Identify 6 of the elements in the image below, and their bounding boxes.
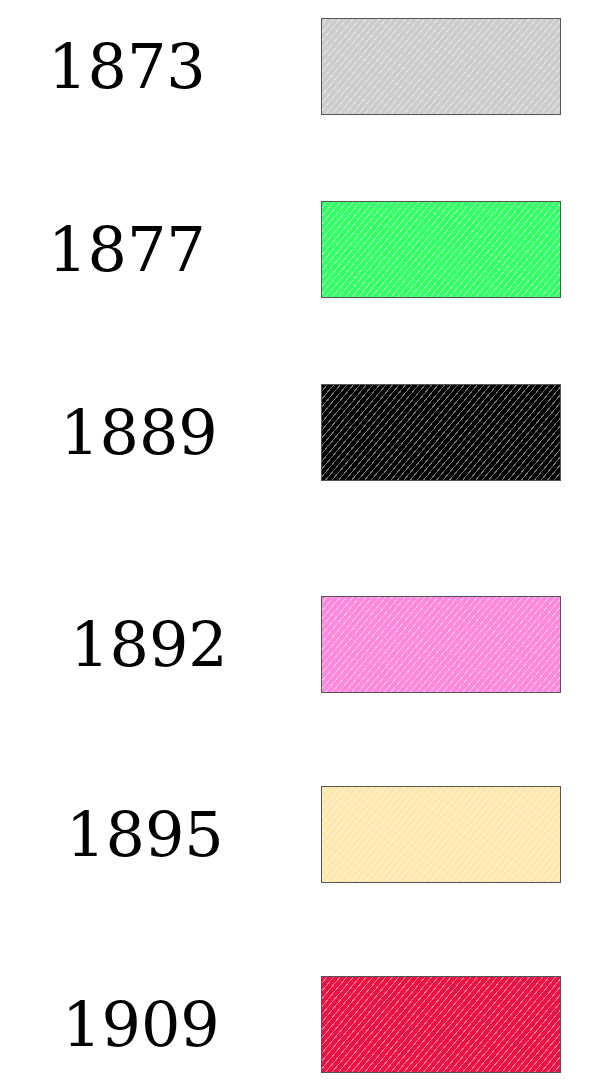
legend-label: 1895 — [66, 800, 224, 870]
legend-label: 1889 — [60, 398, 218, 468]
legend-label: 1873 — [48, 32, 206, 102]
legend-label: 1877 — [48, 215, 206, 285]
legend-label: 1892 — [70, 610, 228, 680]
legend-label: 1909 — [62, 990, 220, 1060]
